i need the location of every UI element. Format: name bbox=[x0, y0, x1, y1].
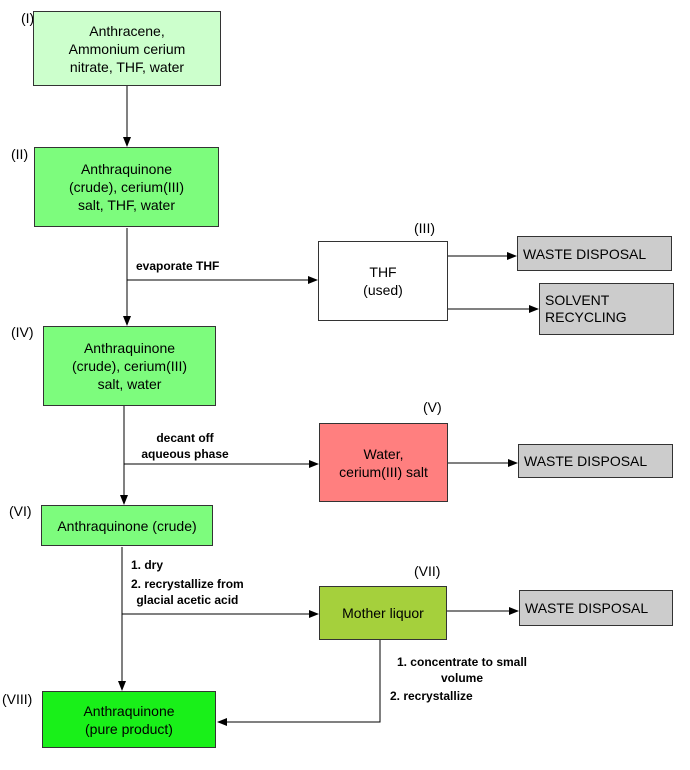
box-waste-disposal: WASTE DISPOSAL bbox=[519, 590, 673, 626]
step-label-viii: (VIII) bbox=[2, 691, 33, 707]
box-anthracene-mixture: Anthracene, Ammonium cerium nitrate, THF… bbox=[33, 11, 221, 86]
note-evaporate-thf: evaporate THF bbox=[136, 259, 220, 273]
box-thf-used: THF (used) bbox=[318, 241, 448, 321]
step-label-vii: (VII) bbox=[414, 563, 441, 579]
note-concentrate: 1. concentrate to small volume bbox=[396, 655, 528, 685]
step-label-v: (V) bbox=[423, 399, 442, 415]
box-pure-product: Anthraquinone (pure product) bbox=[42, 691, 216, 748]
note-recrystallize: 2. recrystallize bbox=[390, 689, 473, 703]
box-mother-liquor: Mother liquor bbox=[319, 586, 447, 640]
box-crude-without-thf: Anthraquinone (crude), cerium(III) salt,… bbox=[43, 326, 216, 406]
box-crude-anthraquinone: Anthraquinone (crude) bbox=[41, 505, 213, 546]
box-solvent-recycling: SOLVENT RECYCLING bbox=[539, 283, 674, 335]
note-decant-aqueous: decant off aqueous phase bbox=[141, 431, 229, 461]
box-water-cerium-salt: Water, cerium(III) salt bbox=[319, 423, 448, 502]
arrow-liquor-to-product bbox=[217, 640, 381, 726]
step-label-iv: (IV) bbox=[11, 324, 34, 340]
box-crude-with-thf: Anthraquinone (crude), cerium(III) salt,… bbox=[34, 147, 219, 227]
step-label-i: (I) bbox=[21, 10, 35, 26]
step-label-iii: (III) bbox=[414, 220, 435, 236]
step-label-vi: (VI) bbox=[9, 503, 32, 519]
note-recrystallize-acetic: 2. recrystallize from glacial acetic aci… bbox=[131, 577, 244, 607]
box-waste-disposal: WASTE DISPOSAL bbox=[518, 444, 673, 478]
box-waste-disposal: WASTE DISPOSAL bbox=[517, 236, 672, 271]
step-label-ii: (II) bbox=[11, 146, 29, 162]
note-dry: 1. dry bbox=[131, 558, 164, 572]
